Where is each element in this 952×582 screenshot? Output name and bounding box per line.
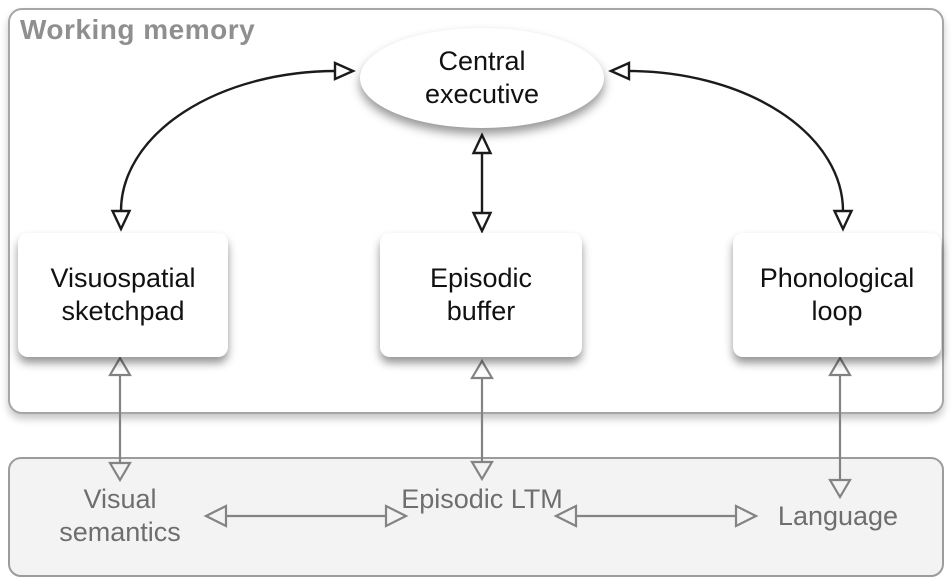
node-visuospatial-sketchpad-label: Visuospatial sketchpad [50, 263, 196, 326]
node-episodic-buffer: Episodic buffer [380, 233, 582, 357]
ltm-language: Language [740, 500, 936, 533]
node-phonological-loop-label: Phonological loop [759, 263, 915, 326]
working-memory-title: Working memory [20, 14, 256, 45]
ltm-language-label: Language [777, 501, 899, 531]
ltm-visual-semantics-label: Visual semantics [59, 484, 181, 547]
ltm-episodic-ltm: Episodic LTM [392, 483, 572, 516]
node-central-executive-label: Central executive [424, 46, 540, 109]
node-visuospatial-sketchpad: Visuospatial sketchpad [18, 233, 228, 357]
ltm-visual-semantics: Visual semantics [30, 483, 210, 549]
node-episodic-buffer-label: Episodic buffer [429, 263, 533, 326]
ltm-episodic-ltm-label: Episodic LTM [401, 484, 563, 514]
node-central-executive: Central executive [360, 28, 604, 128]
node-phonological-loop: Phonological loop [733, 233, 941, 357]
